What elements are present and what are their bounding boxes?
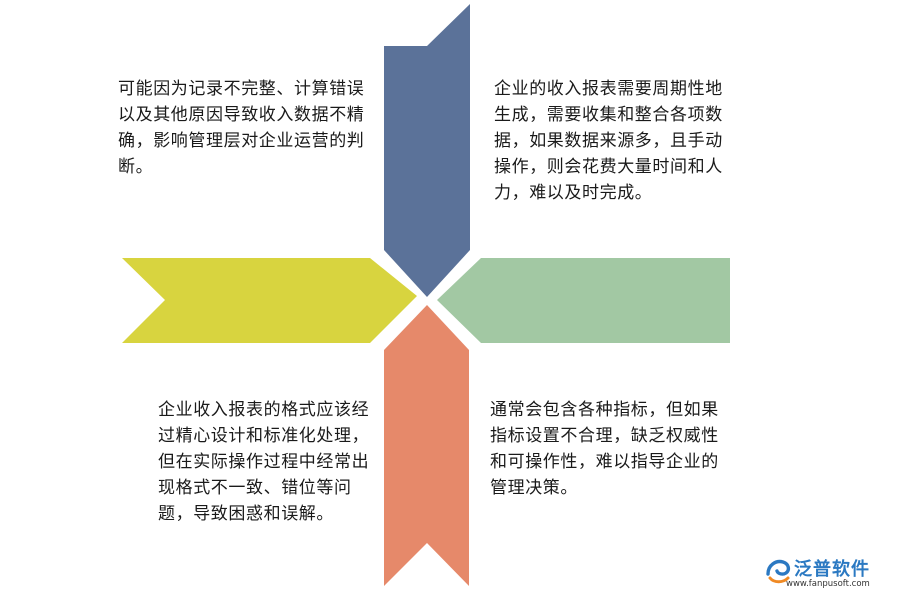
left-arrow xyxy=(122,258,417,343)
bottom-left-text: 企业收入报表的格式应该经过精心设计和标准化处理，但在实际操作过程中经常出现格式不… xyxy=(158,400,370,524)
bottom-right-text: 通常会包含各种指标，但如果指标设置不合理，缺乏权威性和可操作性，难以指导企业的管… xyxy=(490,400,719,498)
logo-url: www.fanpusoft.com xyxy=(786,579,870,589)
logo-name: 泛普软件 xyxy=(794,559,870,580)
top-arrow xyxy=(384,4,470,297)
right-arrow xyxy=(437,258,730,343)
top-left-text: 可能因为记录不完整、计算错误以及其他原因导致收入数据不精确，影响管理层对企业运营… xyxy=(118,79,365,177)
bottom-arrow xyxy=(384,305,469,586)
fanpusoft-logo: 泛普软件 www.fanpusoft.com xyxy=(764,554,888,594)
logo-mark-icon xyxy=(766,559,791,584)
top-right-text: 企业的收入报表需要周期性地生成，需要收集和整合各项数据，如果数据来源多，且手动操… xyxy=(494,79,723,203)
